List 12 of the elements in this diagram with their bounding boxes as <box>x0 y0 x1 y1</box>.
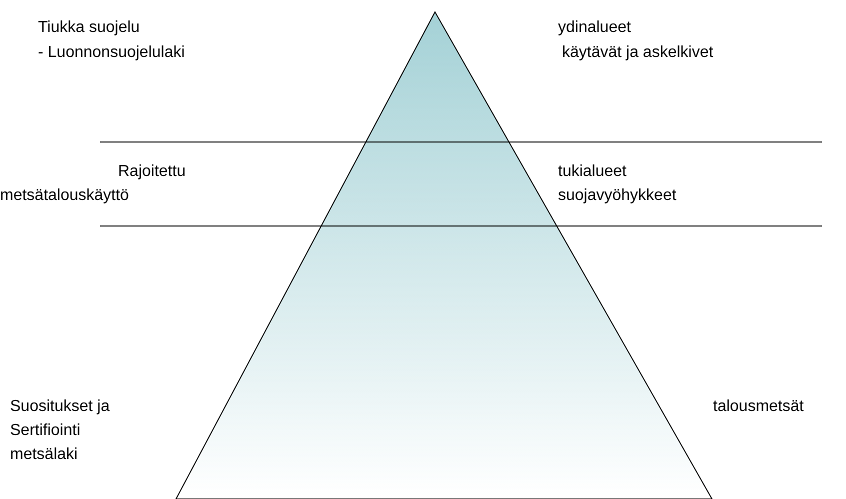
zone-label: metsälaki <box>10 445 78 465</box>
zone-label: tukialueet <box>558 162 626 182</box>
zone-label: ydinalueet <box>558 18 631 38</box>
zone-label: Sertifiointi <box>10 421 80 441</box>
zone-label: Suositukset ja <box>10 397 110 417</box>
zone-label: Rajoitettu <box>118 162 186 182</box>
zone-label: metsätalouskäyttö <box>0 186 129 206</box>
zone-label: talousmetsät <box>713 397 804 417</box>
zone-label: - Luonnonsuojelulaki <box>38 43 185 63</box>
zone-label: Tiukka suojelu <box>38 18 140 38</box>
zone-label: käytävät ja askelkivet <box>562 43 714 63</box>
zone-label: suojavyöhykkeet <box>558 186 676 206</box>
